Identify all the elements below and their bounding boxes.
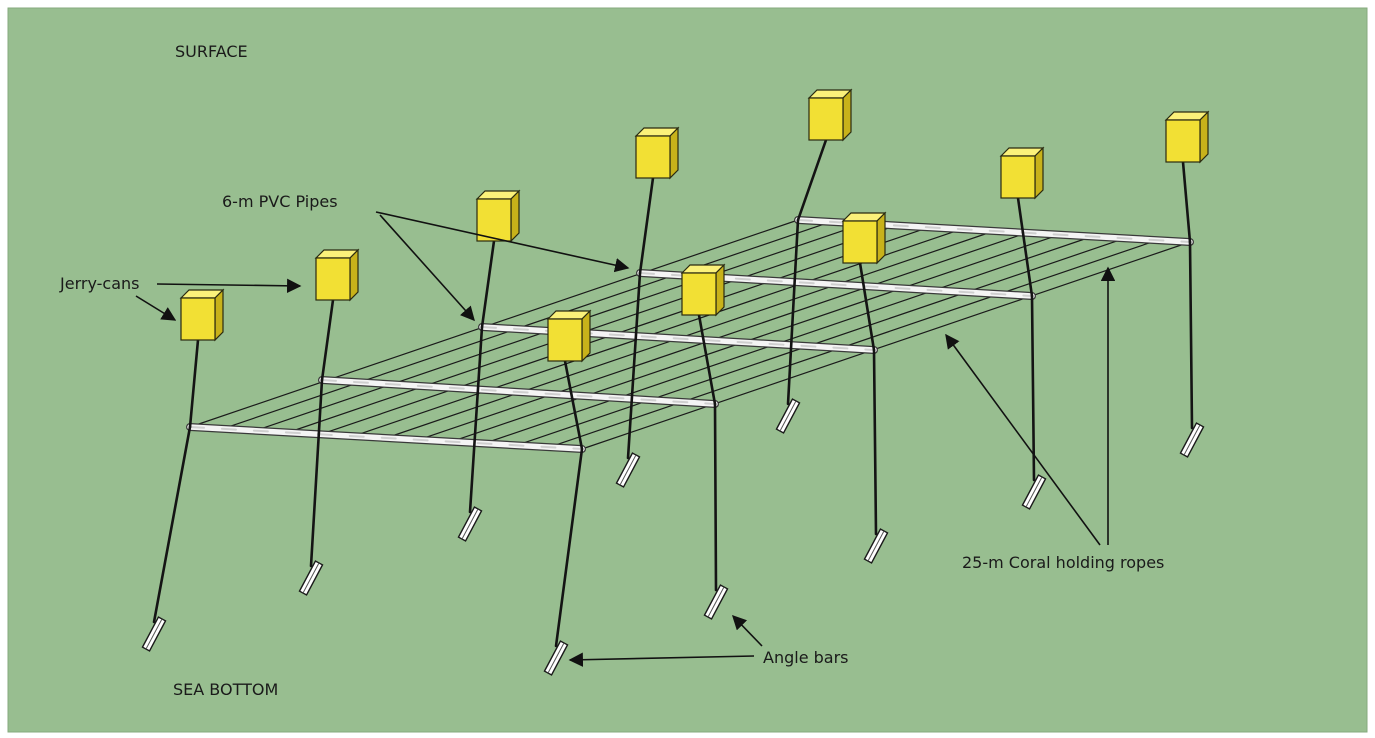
anchor-assembly (457, 189, 521, 542)
angle-bar (1021, 474, 1047, 510)
jerry-can (179, 288, 225, 342)
jerry-can (314, 248, 360, 302)
float-line (563, 359, 584, 451)
anchor-assembly (298, 248, 360, 596)
jerry-can (1164, 110, 1210, 164)
coral-rope (320, 226, 929, 435)
angle-bar (863, 528, 889, 564)
annotation-arrows (135, 211, 1116, 667)
coral-ropes-label: 25-m Coral holding ropes (962, 553, 1164, 572)
angle-bar (543, 640, 569, 676)
float-line (1016, 196, 1034, 298)
jerry-cans-label: Jerry-cans (59, 274, 139, 293)
jerry-can (841, 211, 887, 265)
pvc-arrow-to-pipe-2 (375, 211, 630, 273)
pvc-arrow-to-pipe-3 (379, 214, 475, 322)
jerry-can (546, 309, 592, 363)
anchor-assembly (841, 211, 889, 564)
anchor-line (468, 325, 484, 514)
pvc-pipes-label: 6-m PVC Pipes (222, 192, 338, 211)
angle-bar (1179, 422, 1205, 458)
jerry-cans-arrow-down (135, 295, 177, 321)
anchor-assembly (543, 309, 592, 676)
anchor-line (786, 218, 800, 406)
jerry-can (634, 126, 680, 180)
coral-rope (483, 235, 1093, 445)
anchor-assembly (141, 288, 225, 652)
coral-rope (418, 232, 1027, 441)
float-line (188, 338, 200, 429)
jerry-can (475, 189, 521, 243)
float-line (796, 138, 828, 222)
surface-label: SURFACE (175, 42, 248, 61)
coral-rope (222, 221, 831, 430)
coral-rope (549, 239, 1158, 448)
coral-rope (516, 237, 1125, 446)
diagram-background (7, 7, 1368, 733)
ropes-arrow-left (945, 333, 1101, 546)
anchor-line (554, 447, 584, 648)
anchor-assembly (775, 88, 853, 434)
anchor-line (626, 271, 642, 460)
sea-bottom-label: SEA BOTTOM (173, 680, 278, 699)
anchor-line (872, 348, 878, 536)
anchor-assembly (615, 126, 680, 488)
anchor-assemblies (141, 88, 1210, 676)
float-line (320, 298, 335, 382)
coral-rope (451, 234, 1060, 443)
coral-rope (189, 219, 799, 428)
angle-bar (615, 452, 641, 488)
angle-bar (141, 616, 167, 652)
pvc-pipe (318, 376, 719, 408)
angle-bars-label: Angle bars (763, 648, 849, 667)
anchor-line (152, 425, 192, 624)
pvc-pipe (186, 423, 586, 453)
angle-bar (457, 506, 483, 542)
float-line (1181, 160, 1192, 244)
jerry-can (680, 263, 726, 317)
anchor-assembly (999, 146, 1047, 510)
jerry-can (999, 146, 1045, 200)
jerry-cans-arrow-right (156, 278, 302, 294)
anchor-line (713, 402, 718, 592)
pvc-pipes (186, 216, 1194, 453)
float-line (638, 176, 655, 275)
pvc-pipe (478, 323, 878, 354)
anchor-assembly (1164, 110, 1210, 458)
float-line (480, 239, 496, 329)
anchor-assembly (680, 263, 729, 620)
angle-bars-arrow-left (568, 652, 755, 667)
float-line (697, 313, 717, 406)
anchor-line (309, 378, 324, 568)
jerry-can (807, 88, 853, 142)
coral-rope (581, 241, 1191, 450)
anchor-line (1030, 294, 1036, 482)
coral-rope (385, 230, 995, 439)
angle-bar (298, 560, 324, 596)
angle-bar (775, 398, 801, 434)
angle-bar (703, 584, 729, 620)
float-line (858, 261, 876, 352)
anchor-line (1188, 240, 1194, 430)
coral-holding-ropes (189, 219, 1191, 450)
angle-bars-arrow-up (731, 614, 763, 647)
